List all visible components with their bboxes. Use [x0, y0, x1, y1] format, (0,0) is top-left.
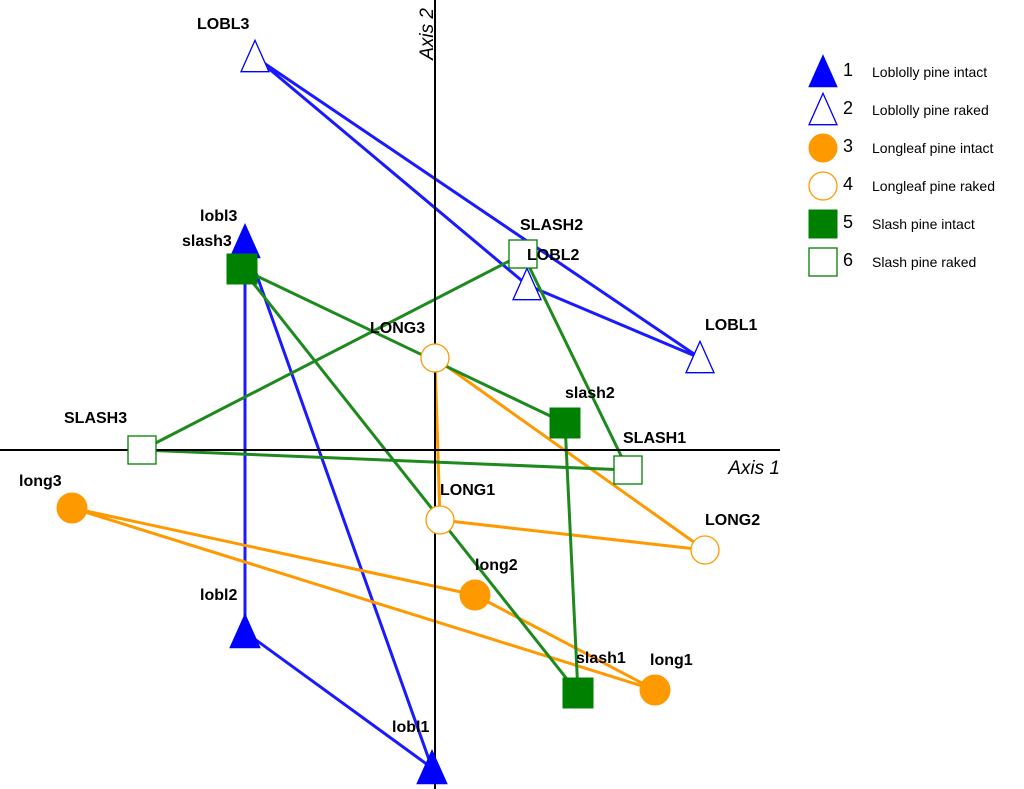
- series-5-path: [240, 267, 580, 695]
- point-label: SLASH3: [64, 410, 127, 427]
- point-label: long3: [19, 473, 62, 490]
- legend-marker-5: [808, 209, 838, 239]
- series-5-point: [562, 677, 594, 709]
- legend-key-3: 3: [843, 136, 853, 156]
- series-4-point: [425, 505, 455, 535]
- series-3-path: [71, 506, 657, 692]
- series-1-point: [229, 223, 261, 259]
- point-label: slash1: [576, 650, 626, 667]
- point-label: lobl3: [200, 208, 237, 225]
- series-6-path: [141, 252, 630, 472]
- legend-key-4: 4: [843, 174, 853, 194]
- series-6-point: [613, 455, 643, 485]
- series-markers: [56, 38, 720, 785]
- point-label: LOBL1: [705, 317, 758, 334]
- series-2-point: [511, 266, 543, 301]
- series-3-point: [639, 674, 671, 706]
- point-label: LONG3: [370, 320, 425, 337]
- x-axis-label: Axis 1: [727, 458, 780, 479]
- series-4-point: [690, 535, 720, 565]
- point-label: LOBL2: [527, 247, 580, 264]
- point-label: LONG2: [705, 512, 760, 529]
- series-lines: [71, 55, 707, 770]
- series-6-point: [508, 239, 538, 269]
- legend-marker-6: [808, 247, 838, 277]
- legend-key-5: 5: [843, 212, 853, 232]
- series-5-point: [549, 407, 581, 439]
- series-1-point: [416, 749, 448, 785]
- series-2-point: [239, 38, 271, 73]
- legend-label-5: Slash pine intact: [872, 216, 975, 232]
- point-label: slash2: [565, 385, 615, 402]
- series-1-point: [229, 613, 261, 649]
- point-label: slash3: [182, 233, 232, 250]
- point-label: long1: [650, 652, 693, 669]
- legend-marker-3: [808, 133, 838, 163]
- legend-key-2: 2: [843, 98, 853, 118]
- legend-label-3: Longleaf pine intact: [872, 140, 994, 156]
- legend-marker-1: [808, 54, 838, 88]
- series-3-point: [459, 579, 491, 611]
- point-label: SLASH2: [520, 217, 583, 234]
- legend-label-1: Loblolly pine intact: [872, 64, 987, 80]
- y-axis-label: Axis 2: [417, 8, 438, 61]
- series-1-path: [243, 241, 434, 770]
- point-label: LONG1: [440, 482, 495, 499]
- series-2-path: [254, 55, 702, 360]
- legend-marker-4: [808, 171, 838, 201]
- point-label: lobl1: [392, 719, 429, 736]
- legend: 1 Loblolly pine intact 2 Loblolly pine rake…: [807, 54, 995, 277]
- series-4-path: [433, 356, 707, 552]
- series-2-point: [684, 339, 716, 374]
- legend-label-4: Longleaf pine raked: [872, 178, 995, 194]
- point-label: SLASH1: [623, 430, 686, 447]
- point-label: long2: [475, 557, 518, 574]
- point-label: LOBL3: [197, 16, 250, 33]
- legend-key-1: 1: [843, 60, 853, 80]
- series-6-point: [127, 435, 157, 465]
- legend-label-2: Loblolly pine raked: [872, 102, 989, 118]
- series-5-point: [226, 253, 258, 285]
- point-label: lobl2: [200, 587, 237, 604]
- legend-label-6: Slash pine raked: [872, 254, 976, 270]
- legend-marker-2: [807, 91, 839, 126]
- series-3-point: [56, 492, 88, 524]
- series-4-point: [420, 343, 450, 373]
- legend-key-6: 6: [843, 250, 853, 270]
